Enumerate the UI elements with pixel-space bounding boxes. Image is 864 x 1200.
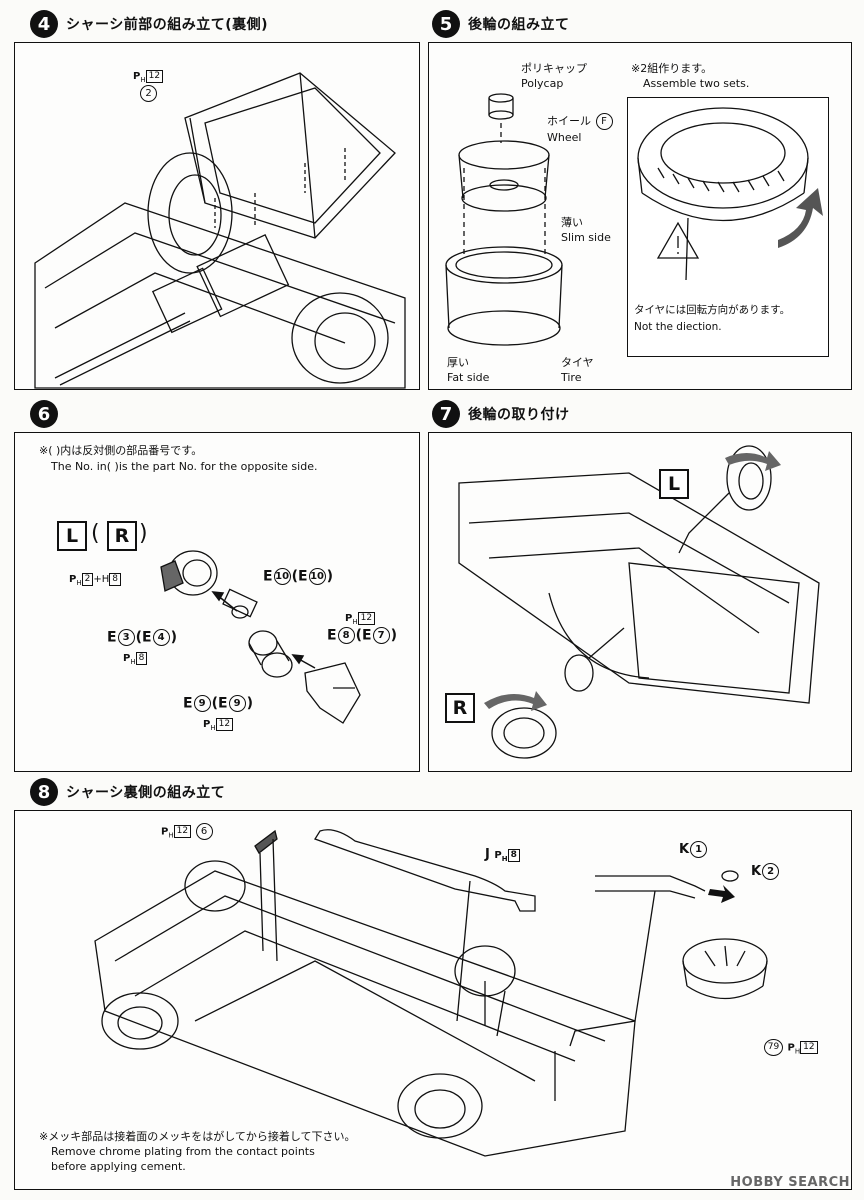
polycap-label-jp: ポリキャップ <box>521 62 587 75</box>
step4-header: 4 シャーシ前部の組み立て(裏側) <box>30 10 268 38</box>
warning-jp: タイヤには回転方向があります。 <box>634 304 791 316</box>
wheel-label-en: Wheel <box>547 131 582 144</box>
step8-note-jp: ※メッキ部品は接着面のメッキをはがしてから接着して下さい。 <box>39 1130 356 1143</box>
step4-title: シャーシ前部の組み立て(裏側) <box>66 17 269 33</box>
tire-label-jp: タイヤ <box>561 356 594 369</box>
warning-en: Not the diection. <box>634 321 722 333</box>
step6-number: 6 <box>30 400 58 428</box>
tire-direction-inset: タイヤには回転方向があります。 Not the diection. <box>627 97 829 357</box>
step6-close-paren: ) <box>139 521 148 546</box>
step7-header: 7 後輪の取り付け <box>432 400 570 428</box>
polycap-label-en: Polycap <box>521 77 564 90</box>
step8-number: 8 <box>30 778 58 806</box>
step7-number: 7 <box>432 400 460 428</box>
step5-title: 後輪の組み立て <box>468 17 570 33</box>
step5-wheel-drawing <box>445 93 563 346</box>
step7-chassis-drawing <box>458 445 820 759</box>
step4-chassis-drawing <box>34 72 406 389</box>
step5-note-en: Assemble two sets. <box>643 77 750 90</box>
slim-side-en: Slim side <box>561 231 611 244</box>
step6-open-paren: ( <box>91 521 100 546</box>
tire-direction-drawing <box>637 107 823 281</box>
step6-note-jp: ※( )内は反対側の部品番号です。 <box>39 444 203 457</box>
wheel-label-jp: ホイール F <box>547 113 614 130</box>
step5-number: 5 <box>432 10 460 38</box>
fat-side-en: Fat side <box>447 371 490 384</box>
step8-header: 8 シャーシ裏側の組み立て <box>30 778 225 806</box>
slim-side-jp: 薄い <box>561 216 583 229</box>
step6-parts-drawing <box>160 550 361 724</box>
step5-note-jp: ※2組作ります。 <box>631 62 713 75</box>
fat-side-jp: 厚い <box>447 356 469 369</box>
step8-chassis-drawing <box>94 829 768 1157</box>
step7-panel: L R <box>428 432 852 772</box>
step7-left-label: L <box>659 469 689 499</box>
watermark-logo: HOBBY SEARCH <box>730 1175 850 1190</box>
step4-part-2: 2 <box>139 85 158 102</box>
step4-number: 4 <box>30 10 58 38</box>
step7-title: 後輪の取り付け <box>468 407 570 423</box>
step5-header: 5 後輪の組み立て <box>432 10 570 38</box>
step6-header: 6 <box>30 400 58 428</box>
step6-panel: ※( )内は反対側の部品番号です。 The No. in( )is the pa… <box>14 432 420 772</box>
step8-title: シャーシ裏側の組み立て <box>66 785 226 801</box>
step6-right-label: R <box>107 521 137 551</box>
step8-note-en1: Remove chrome plating from the contact p… <box>51 1145 315 1158</box>
step5-panel: ポリキャップ Polycap ホイール F Wheel 薄い Slim side… <box>428 42 852 390</box>
step6-left-label: L <box>57 521 87 551</box>
step8-note-en2: before applying cement. <box>51 1160 186 1173</box>
step6-note-en: The No. in( )is the part No. for the opp… <box>51 460 318 473</box>
tire-label-en: Tire <box>561 371 582 384</box>
step7-right-label: R <box>445 693 475 723</box>
